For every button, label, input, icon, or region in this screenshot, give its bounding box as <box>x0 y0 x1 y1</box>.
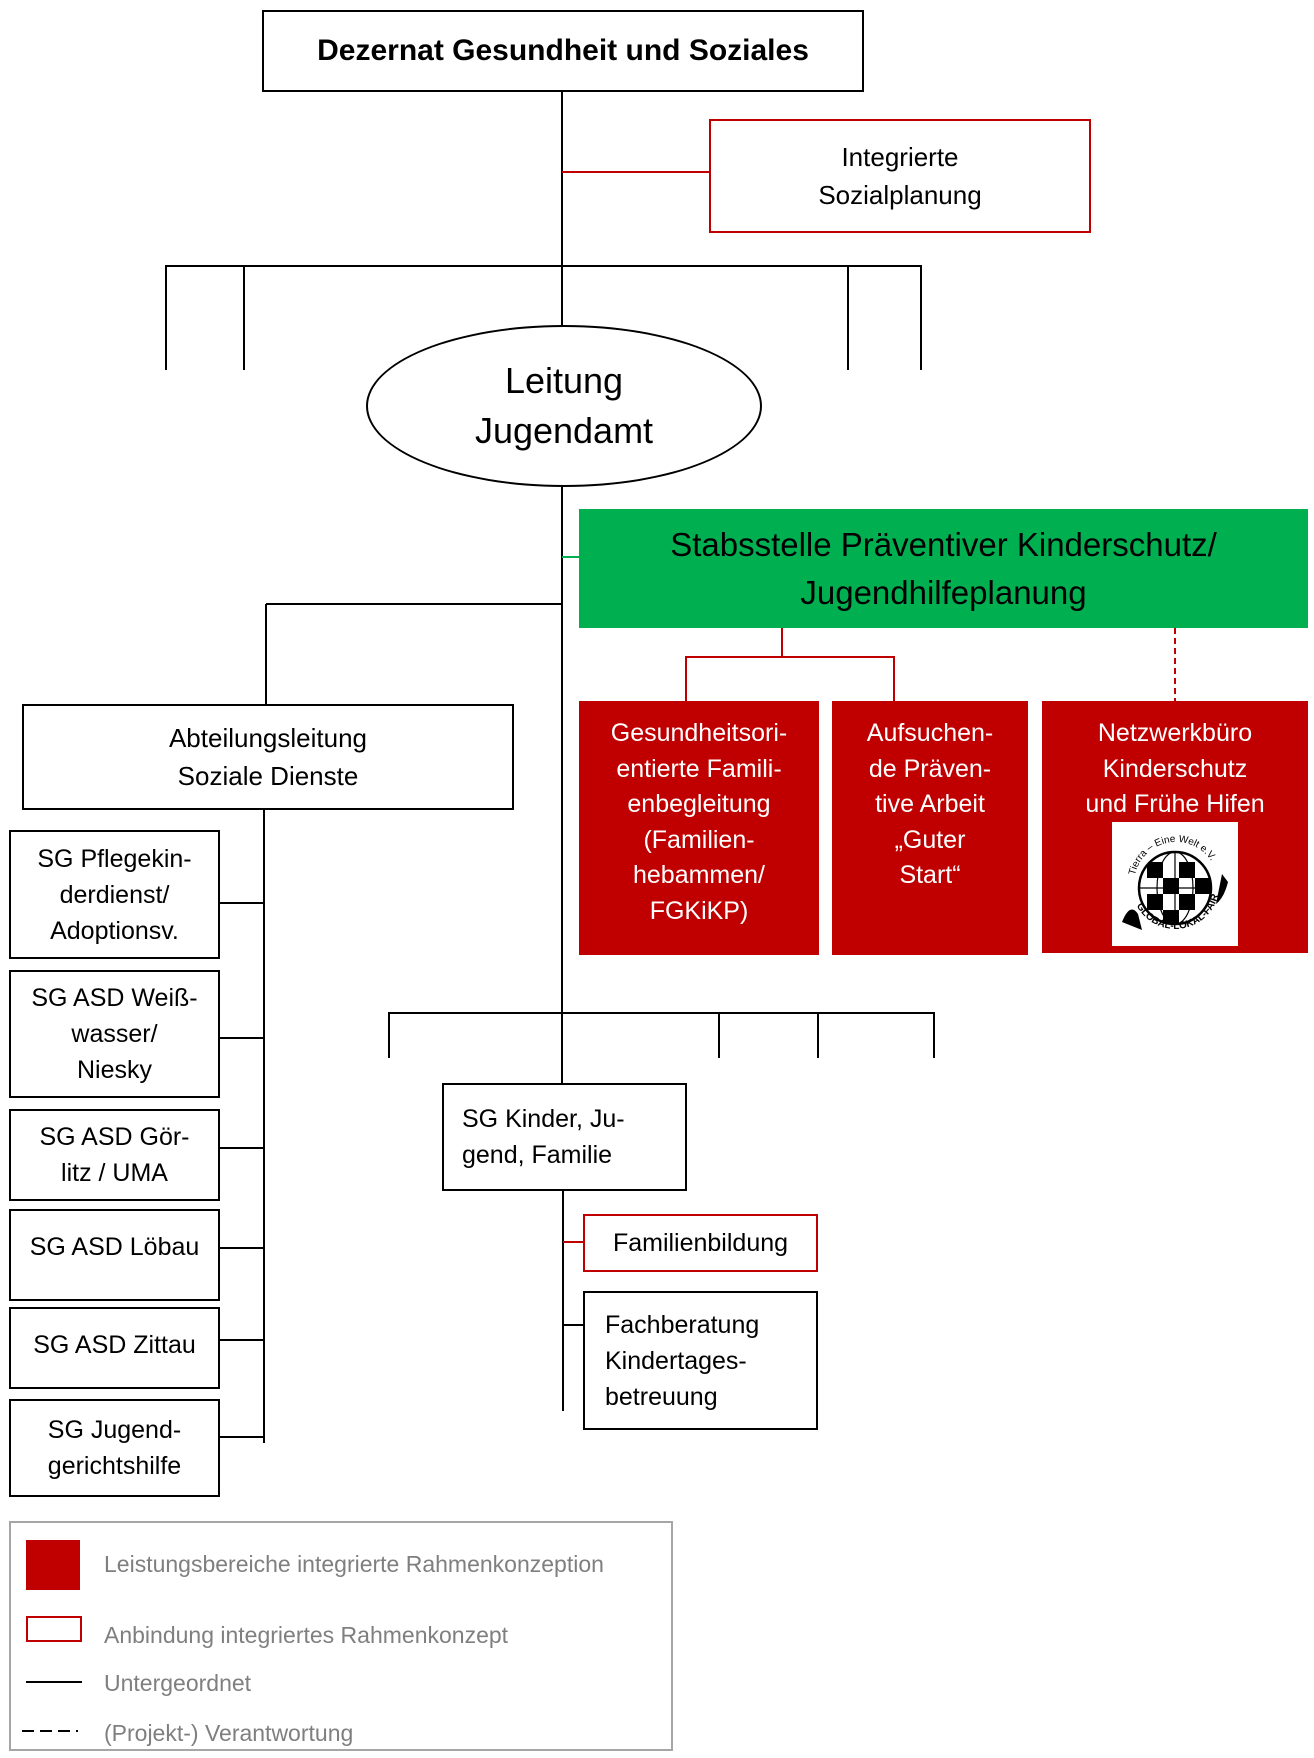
netzwerk-line: Netzwerkbüro <box>1097 719 1253 747</box>
stabsstelle-line: Jugendhilfeplanung <box>800 573 1087 611</box>
sg-line: litz / UMA <box>61 1159 168 1187</box>
leitung-ellipse: Leitung Jugendamt <box>366 325 762 487</box>
aufsuchende-line: Start“ <box>899 861 961 889</box>
sg-line: SG ASD Weiß- <box>31 984 198 1012</box>
sozialplanung-line: Sozialplanung <box>818 180 982 210</box>
familienbegleitung-line: hebammen/ <box>632 861 766 889</box>
legend-filled-label: Leistungsbereiche integrierte Rahmenkonz… <box>104 1551 604 1577</box>
legend-outlined-label: Anbindung integriertes Rahmenkonzept <box>104 1622 509 1648</box>
fachberatung-line: betreuung <box>605 1382 718 1411</box>
familienbegleitung-line: (Familien- <box>643 825 755 854</box>
aufsuchende-box: Aufsuchen- de Präven- tive Arbeit „Guter… <box>832 701 1028 955</box>
sg-asd-zittau-box: SG ASD Zittau <box>9 1307 220 1389</box>
sg-line: SG Pflegekin- <box>37 844 192 873</box>
stabsstelle-line: Stabsstelle Präventiver Kinderschutz/ <box>670 525 1217 563</box>
sozialplanung-box: Integrierte Sozialplanung <box>709 119 1091 233</box>
sg-line: Niesky <box>76 1056 152 1084</box>
familienbegleitung-box: Gesundheitsori- entierte Famili- enbegle… <box>579 701 819 955</box>
legend-solid-line <box>26 1681 82 1683</box>
familienbegleitung-line: entierte Famili- <box>616 754 782 783</box>
leitung-line: Jugendamt <box>474 410 654 451</box>
legend-swatch-filled <box>26 1540 80 1590</box>
sozialplanung-line: Integrierte <box>841 142 959 172</box>
sg-line: wasser/ <box>71 1020 158 1048</box>
sg-line: SG ASD Gör- <box>39 1123 190 1151</box>
sg-kinder-line: gend, Familie <box>462 1141 613 1169</box>
legend-dashed-line <box>22 1730 78 1732</box>
fachberatung-box: Fachberatung Kindertages- betreuung <box>583 1291 818 1430</box>
tierra-logo: Tierra – Eine Welt e.V. GLOBAL-LOKAL-FAI… <box>1112 822 1238 946</box>
legend-solid-label: Untergeordnet <box>104 1670 252 1696</box>
abteilung-line: Abteilungsleitung <box>168 723 368 753</box>
stabsstelle-box: Stabsstelle Präventiver Kinderschutz/ Ju… <box>579 509 1308 628</box>
sg-asd-weisswasser-box: SG ASD Weiß- wasser/ Niesky <box>9 970 220 1098</box>
familienbegleitung-line: Gesundheitsori- <box>610 719 788 747</box>
aufsuchende-line: de Präven- <box>868 754 992 783</box>
abteilung-line: Soziale Dienste <box>177 761 359 791</box>
netzwerk-line: und Frühe Hifen <box>1085 790 1265 818</box>
sg-line: derdienst/ <box>59 880 170 909</box>
familienbegleitung-line: enbegleitung <box>627 790 771 818</box>
leitung-line: Leitung <box>504 360 624 401</box>
fachberatung-line: Kindertages- <box>605 1346 747 1375</box>
familienbildung-label: Familienbildung <box>612 1228 789 1257</box>
sg-asd-goerlitz-box: SG ASD Gör- litz / UMA <box>9 1109 220 1201</box>
dezernat-box: Dezernat Gesundheit und Soziales <box>262 10 864 92</box>
legend-dashed-label: (Projekt-) Verantwortung <box>104 1720 354 1746</box>
legend-swatch-outlined <box>26 1616 82 1642</box>
dezernat-title: Dezernat Gesundheit und Soziales <box>317 34 809 67</box>
sg-line: SG Jugend- <box>47 1416 182 1444</box>
aufsuchende-line: „Guter <box>894 825 966 854</box>
sg-asd-loebau-box: SG ASD Löbau <box>9 1209 220 1301</box>
abteilung-box: Abteilungsleitung Soziale Dienste <box>22 704 514 810</box>
sg-kinder-line: SG Kinder, Ju- <box>462 1105 625 1133</box>
legend <box>9 1521 673 1751</box>
aufsuchende-line: Aufsuchen- <box>866 719 994 747</box>
familienbildung-box: Familienbildung <box>583 1214 818 1272</box>
familienbegleitung-line: FGKiKP) <box>649 896 749 925</box>
sg-line: SG ASD Löbau <box>29 1233 200 1261</box>
sg-line: gerichtshilfe <box>47 1452 182 1480</box>
sg-pflegekinder-box: SG Pflegekin- derdienst/ Adoptionsv. <box>9 830 220 959</box>
sg-jugendgerichtshilfe-box: SG Jugend- gerichtshilfe <box>9 1399 220 1497</box>
globe-logo-icon: Tierra – Eine Welt e.V. GLOBAL-LOKAL-FAI… <box>1122 834 1228 932</box>
sg-kinder-box: SG Kinder, Ju- gend, Familie <box>442 1083 687 1191</box>
sg-line: SG ASD Zittau <box>33 1331 196 1359</box>
netzwerk-line: Kinderschutz <box>1102 754 1248 783</box>
sg-line: Adoptionsv. <box>50 916 179 945</box>
aufsuchende-line: tive Arbeit <box>875 790 985 818</box>
fachberatung-line: Fachberatung <box>605 1310 760 1339</box>
